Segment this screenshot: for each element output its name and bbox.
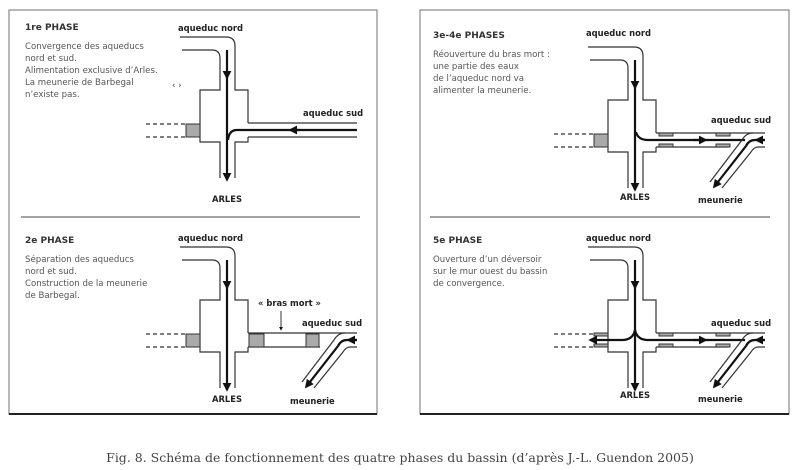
description-line: La meunerie de Barbegal xyxy=(25,78,134,88)
label-arles: ARLES xyxy=(212,194,242,204)
description-line: Construction de la meunerie xyxy=(25,279,147,289)
description-line: Convergence des aqueducs xyxy=(25,42,144,52)
label-meunerie: meunerie xyxy=(290,396,335,406)
description-line: une partie des eaux xyxy=(433,62,519,72)
label-meunerie: meunerie xyxy=(698,394,743,404)
label-arles: ARLES xyxy=(620,192,650,202)
label-bras-mort: « bras mort » xyxy=(258,298,321,308)
label-aqueduc-nord: aqueduc nord xyxy=(586,233,651,243)
label-aqueduc-nord: aqueduc nord xyxy=(178,233,243,243)
label-aqueduc-nord: aqueduc nord xyxy=(586,28,651,38)
panel-title: 3e-4e PHASES xyxy=(433,31,505,41)
description-line: de l’aqueduc nord va xyxy=(433,74,524,84)
description-line: Ouverture d’un déversoir xyxy=(433,254,542,265)
description-line: Alimentation exclusive d’Arles. xyxy=(25,66,158,76)
label-aqueduc-sud: aqueduc sud xyxy=(302,318,362,328)
quote-mark: ‹ › xyxy=(172,81,182,91)
panel-phase-5: 5e PHASE Ouverture d’un déversoir sur le… xyxy=(433,233,771,404)
description-line: n’existe pas. xyxy=(25,90,80,100)
label-meunerie: meunerie xyxy=(698,195,743,205)
description-line: alimenter la meunerie. xyxy=(433,86,531,96)
description-line: de Barbegal. xyxy=(25,291,80,301)
figure-caption: Fig. 8. Schéma de fonctionnement des qua… xyxy=(106,450,694,465)
panel-phase-3-4: 3e-4e PHASES Réouverture du bras mort : … xyxy=(433,28,771,205)
label-arles: ARLES xyxy=(212,394,242,404)
description-line: de convergence. xyxy=(433,279,505,289)
description-line: nord et sud. xyxy=(25,54,77,64)
panel-phase-1: 1re PHASE Convergence des aqueducs nord … xyxy=(25,23,363,204)
label-aqueduc-nord: aqueduc nord xyxy=(178,23,243,33)
panel-phase-2: 2e PHASE Séparation des aqueducs nord et… xyxy=(25,233,362,406)
panel-title: 1re PHASE xyxy=(25,23,79,33)
description-line: nord et sud. xyxy=(25,267,77,277)
panel-title: 2e PHASE xyxy=(25,236,74,246)
panel-title: 5e PHASE xyxy=(433,236,482,246)
label-aqueduc-sud: aqueduc sud xyxy=(711,318,771,328)
description-line: Réouverture du bras mort : xyxy=(433,49,550,60)
label-aqueduc-sud: aqueduc sud xyxy=(303,108,363,118)
description-line: Séparation des aqueducs xyxy=(25,254,134,265)
label-aqueduc-sud: aqueduc sud xyxy=(711,115,771,125)
description-line: sur le mur ouest du bassin xyxy=(433,267,547,277)
label-arles: ARLES xyxy=(620,390,650,400)
